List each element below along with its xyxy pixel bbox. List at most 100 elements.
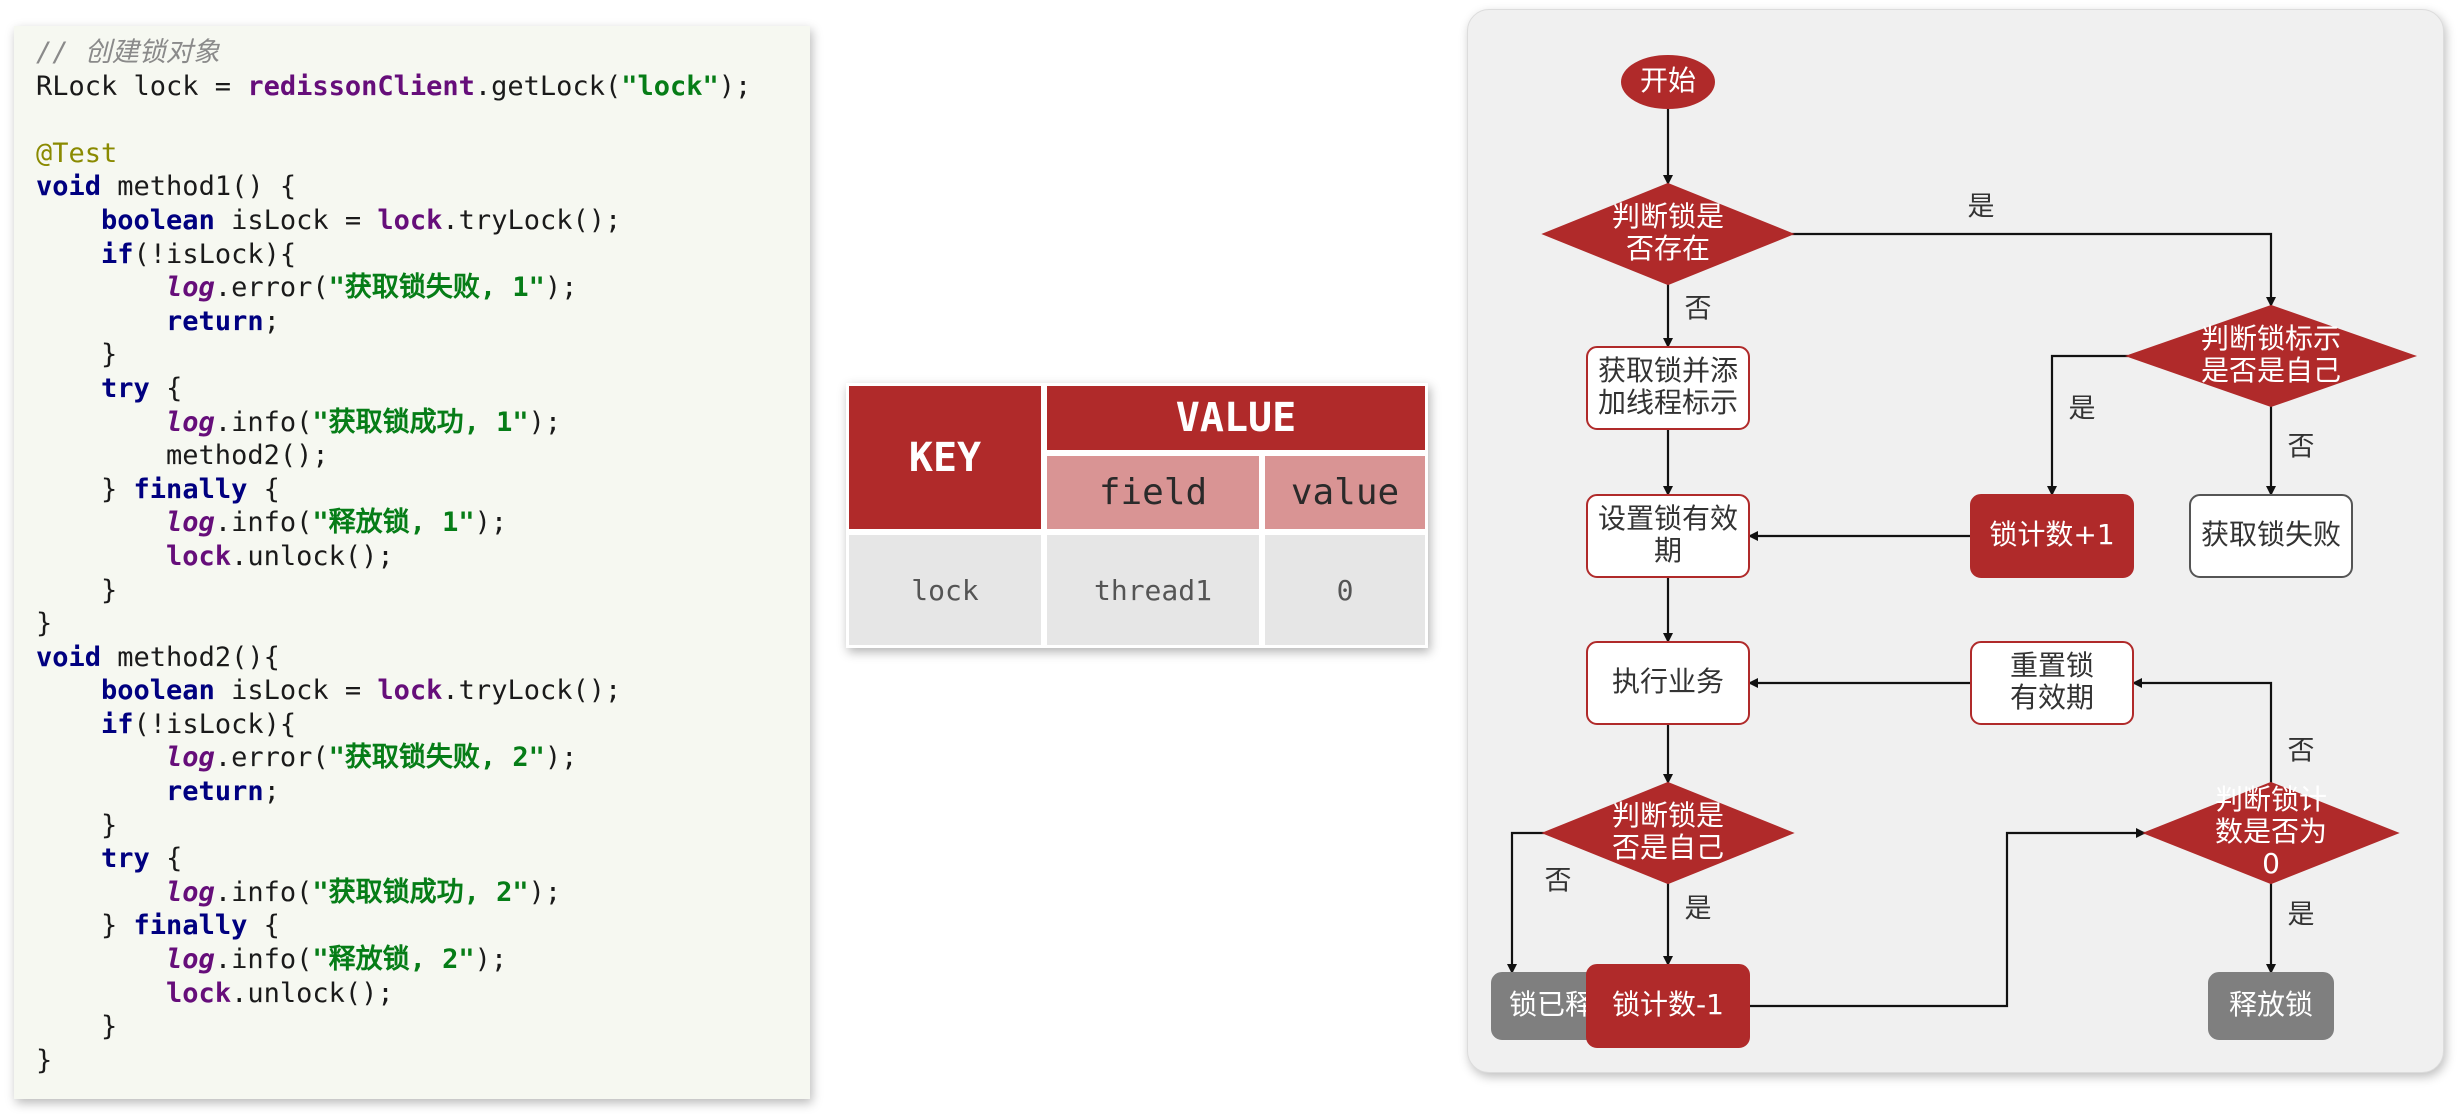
code-line: if(!isLock){ [36,708,810,742]
node-label: 设置锁有效 [1598,502,1738,535]
code-token-kw: boolean [101,204,215,236]
code-token-plain: } [36,574,118,606]
code-token-plain: method2(); [36,440,329,472]
code-token-field: redissonClient [247,70,475,102]
code-token-plain: ); [544,272,578,304]
code-line: } finally { [36,909,810,943]
flow-edges [1507,108,2276,1008]
node-shape [2142,781,2400,885]
edge-label-yes-self2: 是 [1685,894,1712,925]
code-token-field: lock [166,977,232,1009]
code-line: // 创建锁对象 [36,36,810,70]
code-token-log: log [166,507,215,539]
code-token-plain: .info( [214,944,313,976]
code-token-plain [36,742,166,773]
node-shape [2189,494,2353,578]
code-line: return; [36,775,810,809]
node-label: 锁计数-1 [1612,988,1724,1021]
code-token-plain: ); [544,742,578,774]
code-line: log.info("释放锁, 1"); [36,506,810,540]
node-label: 数是否为 [2215,815,2327,848]
code-token-plain [36,541,166,572]
flow-arrow [2047,354,2128,496]
node-shape [1621,55,1715,109]
code-token-plain: (!isLock){ [133,708,297,740]
code-token-plain [36,675,101,706]
code-token-plain: .unlock(); [231,540,394,572]
code-token-log: log [166,876,215,908]
node-label: 获取锁并添 [1598,354,1738,387]
node-label: 释放锁 [2229,988,2313,1021]
code-token-plain [36,843,101,874]
row-field-cell: thread1 [1044,532,1262,648]
value-header: VALUE [1044,383,1428,453]
code-token-plain: } [36,608,53,640]
flow-arrow [1792,232,2276,307]
edge-label-yes-zero: 是 [2288,900,2315,931]
node-execute: 执行业务 [1586,641,1750,725]
code-line: boolean isLock = lock.tryLock(); [36,674,810,708]
node-count-plus: 锁计数+1 [1970,494,2134,578]
code-line: log.error("获取锁失败, 1"); [36,271,810,305]
code-line: } [36,1010,810,1044]
node-label: 否是自己 [1612,831,1724,864]
code-token-plain: method1() { [101,171,297,203]
node-label: 重置锁 [2010,649,2094,682]
code-line [36,103,810,137]
code-token-plain: } [36,809,118,841]
code-line: } [36,574,810,608]
code-token-plain: isLock = [214,675,378,707]
node-label: 是否是自己 [2201,354,2341,387]
code-token-kw: finally [133,473,248,505]
code-token-str: "获取锁成功, 1" [312,406,529,438]
code-line: try { [36,372,810,406]
code-token-field: lock [377,204,443,236]
code-token-plain: } [36,910,134,942]
code-token-plain [36,407,166,438]
node-label: 执行业务 [1612,665,1724,698]
code-line: try { [36,842,810,876]
field-header: field [1044,453,1262,532]
code-token-kw: return [166,305,264,337]
node-shape [1541,182,1795,286]
code-token-kw: if [101,708,134,740]
code-line: method2(); [36,439,810,473]
flow-arrow [2132,678,2273,783]
code-token-plain [36,776,166,807]
node-start: 开始 [1621,55,1715,109]
row-value-cell: 0 [1262,532,1428,648]
code-token-plain [36,709,101,740]
code-token-str: "获取锁成功, 2" [312,876,529,908]
node-shape [1970,641,2134,725]
node-label: 判断锁是 [1612,799,1724,832]
row-key-cell: lock [846,532,1044,648]
code-token-plain: { [149,372,183,404]
code-token-plain: { [149,843,183,875]
code-token-plain: } [36,1044,53,1076]
node-label: 获取锁失败 [2201,518,2341,551]
code-token-plain: .tryLock(); [442,204,622,236]
node-shape [1541,781,1795,885]
node-label: 否存在 [1626,232,1710,265]
code-token-plain: RLock lock = [36,70,248,102]
code-token-kw: return [166,776,264,808]
code-token-plain: isLock = [214,204,378,236]
code-token-str: "释放锁, 2" [312,944,475,976]
code-token-plain: .info( [214,876,313,908]
edge-label-yes-self1: 是 [2069,394,2096,425]
code-line: } finally { [36,473,810,507]
node-label: 锁计数+1 [1989,518,2114,551]
code-line: @Test [36,137,810,171]
node-label: 判断锁标示 [2201,322,2341,355]
code-line: void method2(){ [36,641,810,675]
code-token-plain: { [247,910,280,942]
node-label: 0 [2262,847,2280,880]
node-label: 判断锁计 [2215,783,2327,816]
code-token-plain: ; [263,776,280,808]
